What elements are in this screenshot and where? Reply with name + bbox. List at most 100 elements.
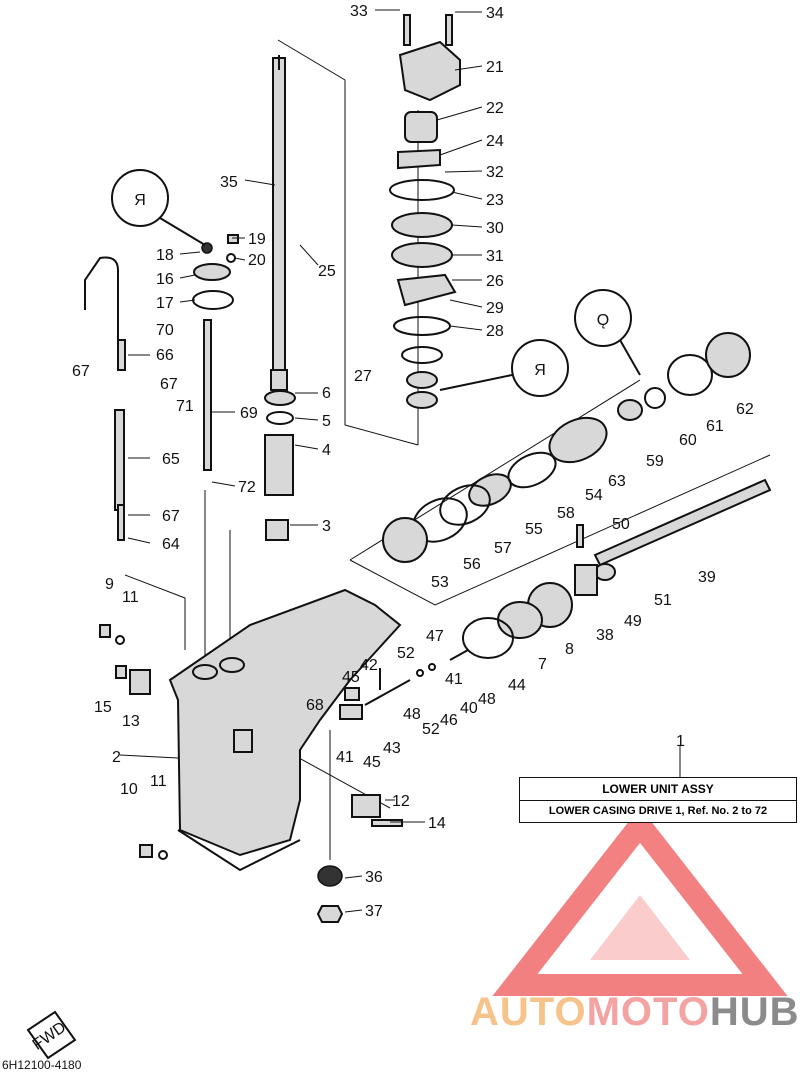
part-label-20: 20: [248, 252, 266, 269]
part-label-62: 62: [736, 401, 754, 418]
part-label-15: 15: [94, 699, 112, 716]
part-label-60: 60: [679, 432, 697, 449]
shift-cam-parts: [192, 234, 239, 310]
lower-casing: [168, 588, 402, 872]
part-label-61: 61: [706, 418, 724, 435]
part-label-59: 59: [646, 453, 664, 470]
watermark-hub: HUB: [709, 990, 800, 1034]
part-label-48: 48: [478, 691, 496, 708]
watermark-text: AUTOMOTOHUB: [470, 990, 800, 1035]
part-label-44: 44: [508, 677, 526, 694]
part-label-67: 67: [162, 508, 180, 525]
part-label-68: 68: [306, 697, 324, 714]
part-label-41: 41: [445, 671, 463, 688]
part-label-26: 26: [486, 273, 504, 290]
part-label-35: 35: [220, 174, 238, 191]
part-label-57: 57: [494, 540, 512, 557]
part-label-21: 21: [486, 59, 504, 76]
part-label-9: 9: [105, 576, 114, 593]
part-label-24: 24: [486, 133, 504, 150]
part-label-45: 45: [342, 669, 360, 686]
part-label-27: 27: [354, 368, 372, 385]
part-label-56: 56: [463, 556, 481, 573]
part-label-8: 8: [565, 641, 574, 658]
part-label-29: 29: [486, 300, 504, 317]
part-label-32: 32: [486, 164, 504, 181]
shift-plunger-parts: [339, 649, 469, 720]
assembly-divider: [520, 800, 796, 801]
part-label-46: 46: [440, 712, 458, 729]
part-label-13: 13: [122, 713, 140, 730]
assembly-info-box: LOWER UNIT ASSY LOWER CASING DRIVE 1, Re…: [519, 777, 797, 823]
part-label-67: 67: [72, 363, 90, 380]
assembly-title: LOWER UNIT ASSY: [602, 782, 714, 796]
part-label-34: 34: [486, 5, 504, 22]
part-label-48: 48: [403, 706, 421, 723]
part-label-54: 54: [585, 487, 603, 504]
shift-rod: [203, 319, 212, 471]
part-label-14: 14: [428, 815, 446, 832]
driveshaft: [270, 55, 288, 391]
part-label-38: 38: [596, 627, 614, 644]
part-label-6: 6: [322, 385, 331, 402]
part-label-11: 11: [150, 773, 167, 790]
part-label-11: 11: [122, 589, 139, 606]
part-label-25: 25: [318, 263, 336, 280]
part-label-50: 50: [612, 516, 630, 533]
pinion-gear-and-nut: [316, 865, 344, 923]
part-label-5: 5: [322, 413, 331, 430]
watermark-logo: [492, 807, 788, 996]
part-label-17: 17: [156, 295, 174, 312]
part-label-45: 45: [363, 754, 381, 771]
callout-glyph-1: Я: [134, 192, 146, 209]
part-label-70: 70: [156, 322, 174, 339]
anodes: [129, 669, 403, 827]
callout-glyph-3: Ǫ: [597, 312, 609, 329]
part-label-64: 64: [162, 536, 180, 553]
assembly-note: LOWER CASING DRIVE 1, Ref. No. 2 to 72: [548, 805, 768, 817]
part-label-69: 69: [240, 405, 258, 422]
detail-callout-bubbles: Я Я Ǫ: [111, 169, 641, 397]
part-label-51: 51: [654, 592, 672, 609]
water-pipe: [84, 256, 126, 541]
part-label-7: 7: [538, 656, 547, 673]
part-label-71: 71: [176, 398, 194, 415]
part-label-30: 30: [486, 220, 504, 237]
part-label-36: 36: [365, 869, 383, 886]
part-label-40: 40: [460, 700, 478, 717]
diagram-code: 6H12100-4180: [2, 1058, 82, 1072]
part-label-53: 53: [431, 574, 449, 591]
part-label-55: 55: [525, 521, 543, 538]
part-label-3: 3: [322, 518, 331, 535]
part-label-23: 23: [486, 192, 504, 209]
leader-lines: [119, 9, 483, 913]
part-label-65: 65: [162, 451, 180, 468]
part-label-63: 63: [608, 473, 626, 490]
part-label-47: 47: [426, 628, 444, 645]
watermark-auto: AUTO: [470, 990, 587, 1034]
part-label-58: 58: [557, 505, 575, 522]
casing-bolts: [99, 624, 168, 860]
part-label-52: 52: [397, 645, 415, 662]
part-label-31: 31: [486, 248, 504, 265]
part-label-41: 41: [336, 749, 354, 766]
part-label-43: 43: [383, 740, 401, 757]
part-label-2: 2: [112, 749, 121, 766]
part-label-28: 28: [486, 323, 504, 340]
part-label-67: 67: [160, 376, 178, 393]
part-label-52: 52: [422, 721, 440, 738]
part-label-4: 4: [322, 442, 331, 459]
part-label-10: 10: [120, 781, 138, 798]
part-labels: 1 2 3 4 5 6 7 8 9 10 11 11 12 13 14 15 1…: [72, 3, 754, 920]
fwd-arrow: FWD: [26, 1010, 77, 1060]
part-label-18: 18: [156, 247, 174, 264]
water-pump-stack: [389, 14, 461, 409]
part-label-66: 66: [156, 347, 174, 364]
part-label-37: 37: [365, 903, 383, 920]
propeller-shaft-assembly: [382, 332, 772, 659]
part-label-39: 39: [698, 569, 716, 586]
part-label-22: 22: [486, 100, 504, 117]
part-label-72: 72: [238, 479, 256, 496]
callout-glyph-2: Я: [534, 362, 546, 379]
